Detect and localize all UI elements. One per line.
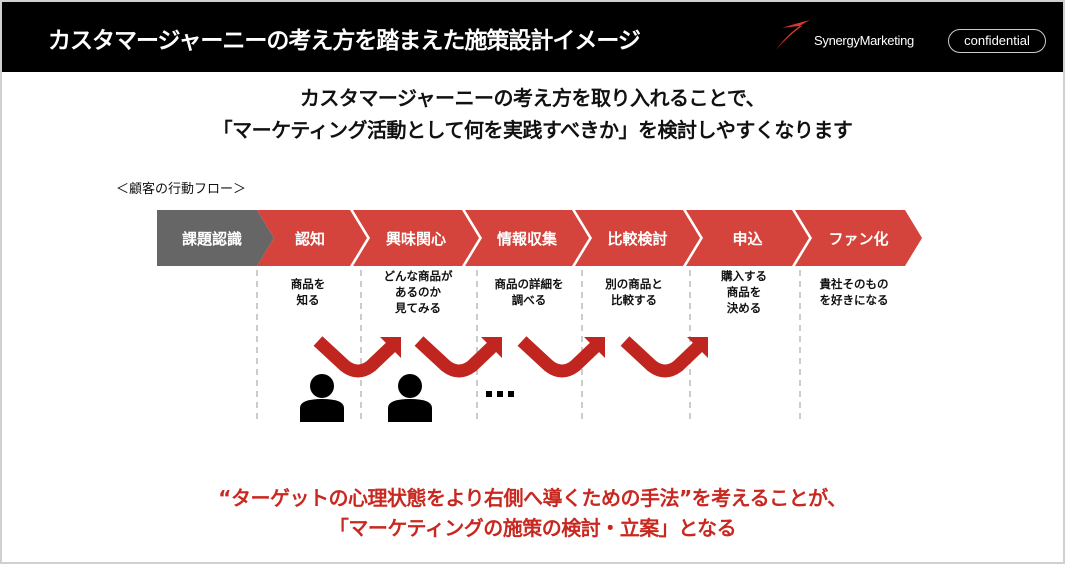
conclusion-line-1: “ターゲットの心理状態をより右側へ導くための手法”を考えることが、 [218,486,847,510]
header-bar: カスタマージャーニーの考え方を踏まえた施策設計イメージ SynergyMarke… [2,2,1063,72]
brand-name: SynergyMarketing [814,33,914,48]
stage-problem-recognition: 課題認識 [181,229,242,248]
lead-line-1: カスタマージャーニーの考え方を取り入れることで、 [299,86,766,110]
brand-logo-icon [776,20,810,50]
chevron-shape-5 [686,210,809,266]
slide-title: カスタマージャーニーの考え方を踏まえた施策設計イメージ [48,28,641,54]
dashed-dividers [256,270,801,420]
person-icon [388,374,432,422]
chevron-shape-3 [465,210,589,266]
stage-awareness: 認知 [294,229,325,248]
arrow-icon-3 [517,336,601,378]
chevron-shape-0 [157,210,274,266]
chevron-shape-1 [257,210,367,266]
confidential-badge: confidential [948,29,1046,53]
ellipsis-dots-icon [486,391,514,397]
stage-comparison: 比較検討 [607,229,668,248]
chevron-shape-2 [353,210,479,266]
stage-desc-fan: 貴社そのものを好きになる [819,277,889,307]
stage-desc-application: 購入する商品を決める [721,269,767,315]
stage-interest: 興味関心 [385,229,446,248]
chevron-shape-6 [795,210,922,266]
stage-application: 申込 [732,229,763,248]
stage-fan: ファン化 [828,229,889,248]
person-icon [300,374,344,422]
stage-information: 情報収集 [496,229,557,248]
stage-desc-interest: どんな商品があるのか見てみる [383,269,453,315]
arrow-icon-1 [313,336,397,378]
conclusion-line-2: 「マーケティングの施策の検討・立案」となる [328,516,737,540]
stage-desc-comparison: 別の商品と比較する [605,277,663,307]
chevron-shape-4 [575,210,700,266]
stage-desc-information: 商品の詳細を調べる [494,277,564,307]
arrow-icon-4 [620,336,704,378]
stage-desc-awareness: 商品を知る [290,277,326,307]
flow-label: ＜顧客の行動フロー＞ [116,182,247,197]
lead-line-2: 「マーケティング活動として何を実践すべきか」を検討しやすくなります [212,118,853,142]
arrow-icon-2 [414,336,498,378]
journey-arrow-icons [313,336,704,378]
